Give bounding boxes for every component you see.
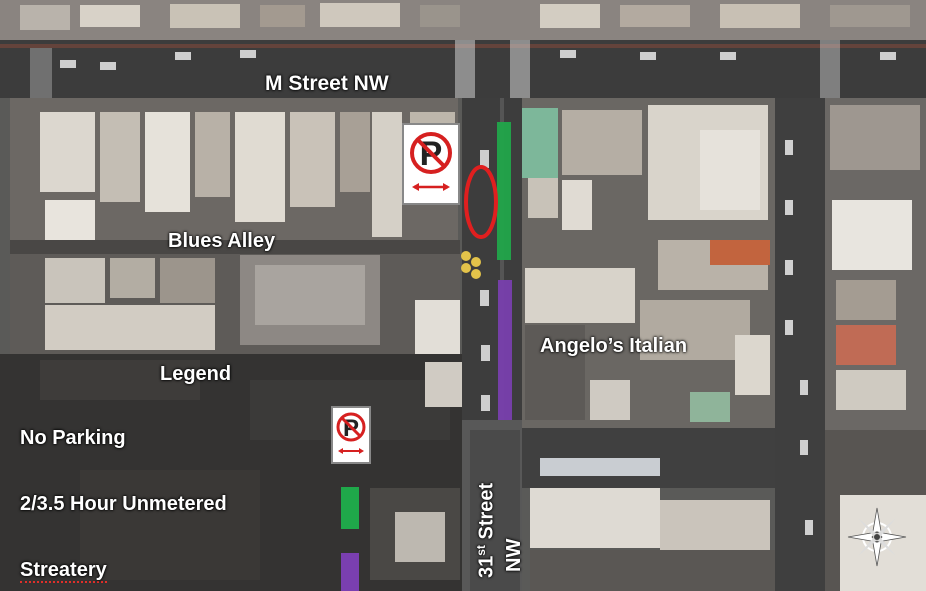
- legend-no-parking-sign-icon: P: [331, 406, 371, 464]
- highlight-ellipse: [464, 165, 498, 239]
- 31st-street-label: 31st Street: [474, 483, 499, 578]
- unmetered-parking-zone: [497, 122, 511, 260]
- 31st-street-word: Street: [475, 482, 498, 540]
- 31st-street-number: 31: [475, 555, 498, 578]
- streatery-zone: [498, 280, 512, 420]
- legend-title: Legend: [160, 363, 232, 385]
- m-street-label: M Street NW: [265, 72, 389, 95]
- 31st-street-nw-label: NW: [503, 538, 525, 572]
- legend-unmetered-swatch: [341, 487, 359, 529]
- blues-alley-label: Blues Alley: [168, 230, 276, 252]
- legend-streatery-swatch: [341, 553, 359, 591]
- angelos-italian-label: Angelo’s Italian: [540, 335, 688, 357]
- legend-item-no-parking-label: No Parking: [20, 427, 126, 449]
- 31st-street-ordinal: st: [474, 545, 488, 556]
- legend-item-unmetered-label: 2/3.5 Hour Unmetered: [20, 493, 227, 515]
- legend-item-streatery-label: Streatery: [20, 559, 107, 583]
- legend-item-streatery-text: Streatery: [20, 559, 107, 583]
- compass-rose-icon: [847, 507, 907, 567]
- no-parking-sign-icon: P: [402, 123, 460, 205]
